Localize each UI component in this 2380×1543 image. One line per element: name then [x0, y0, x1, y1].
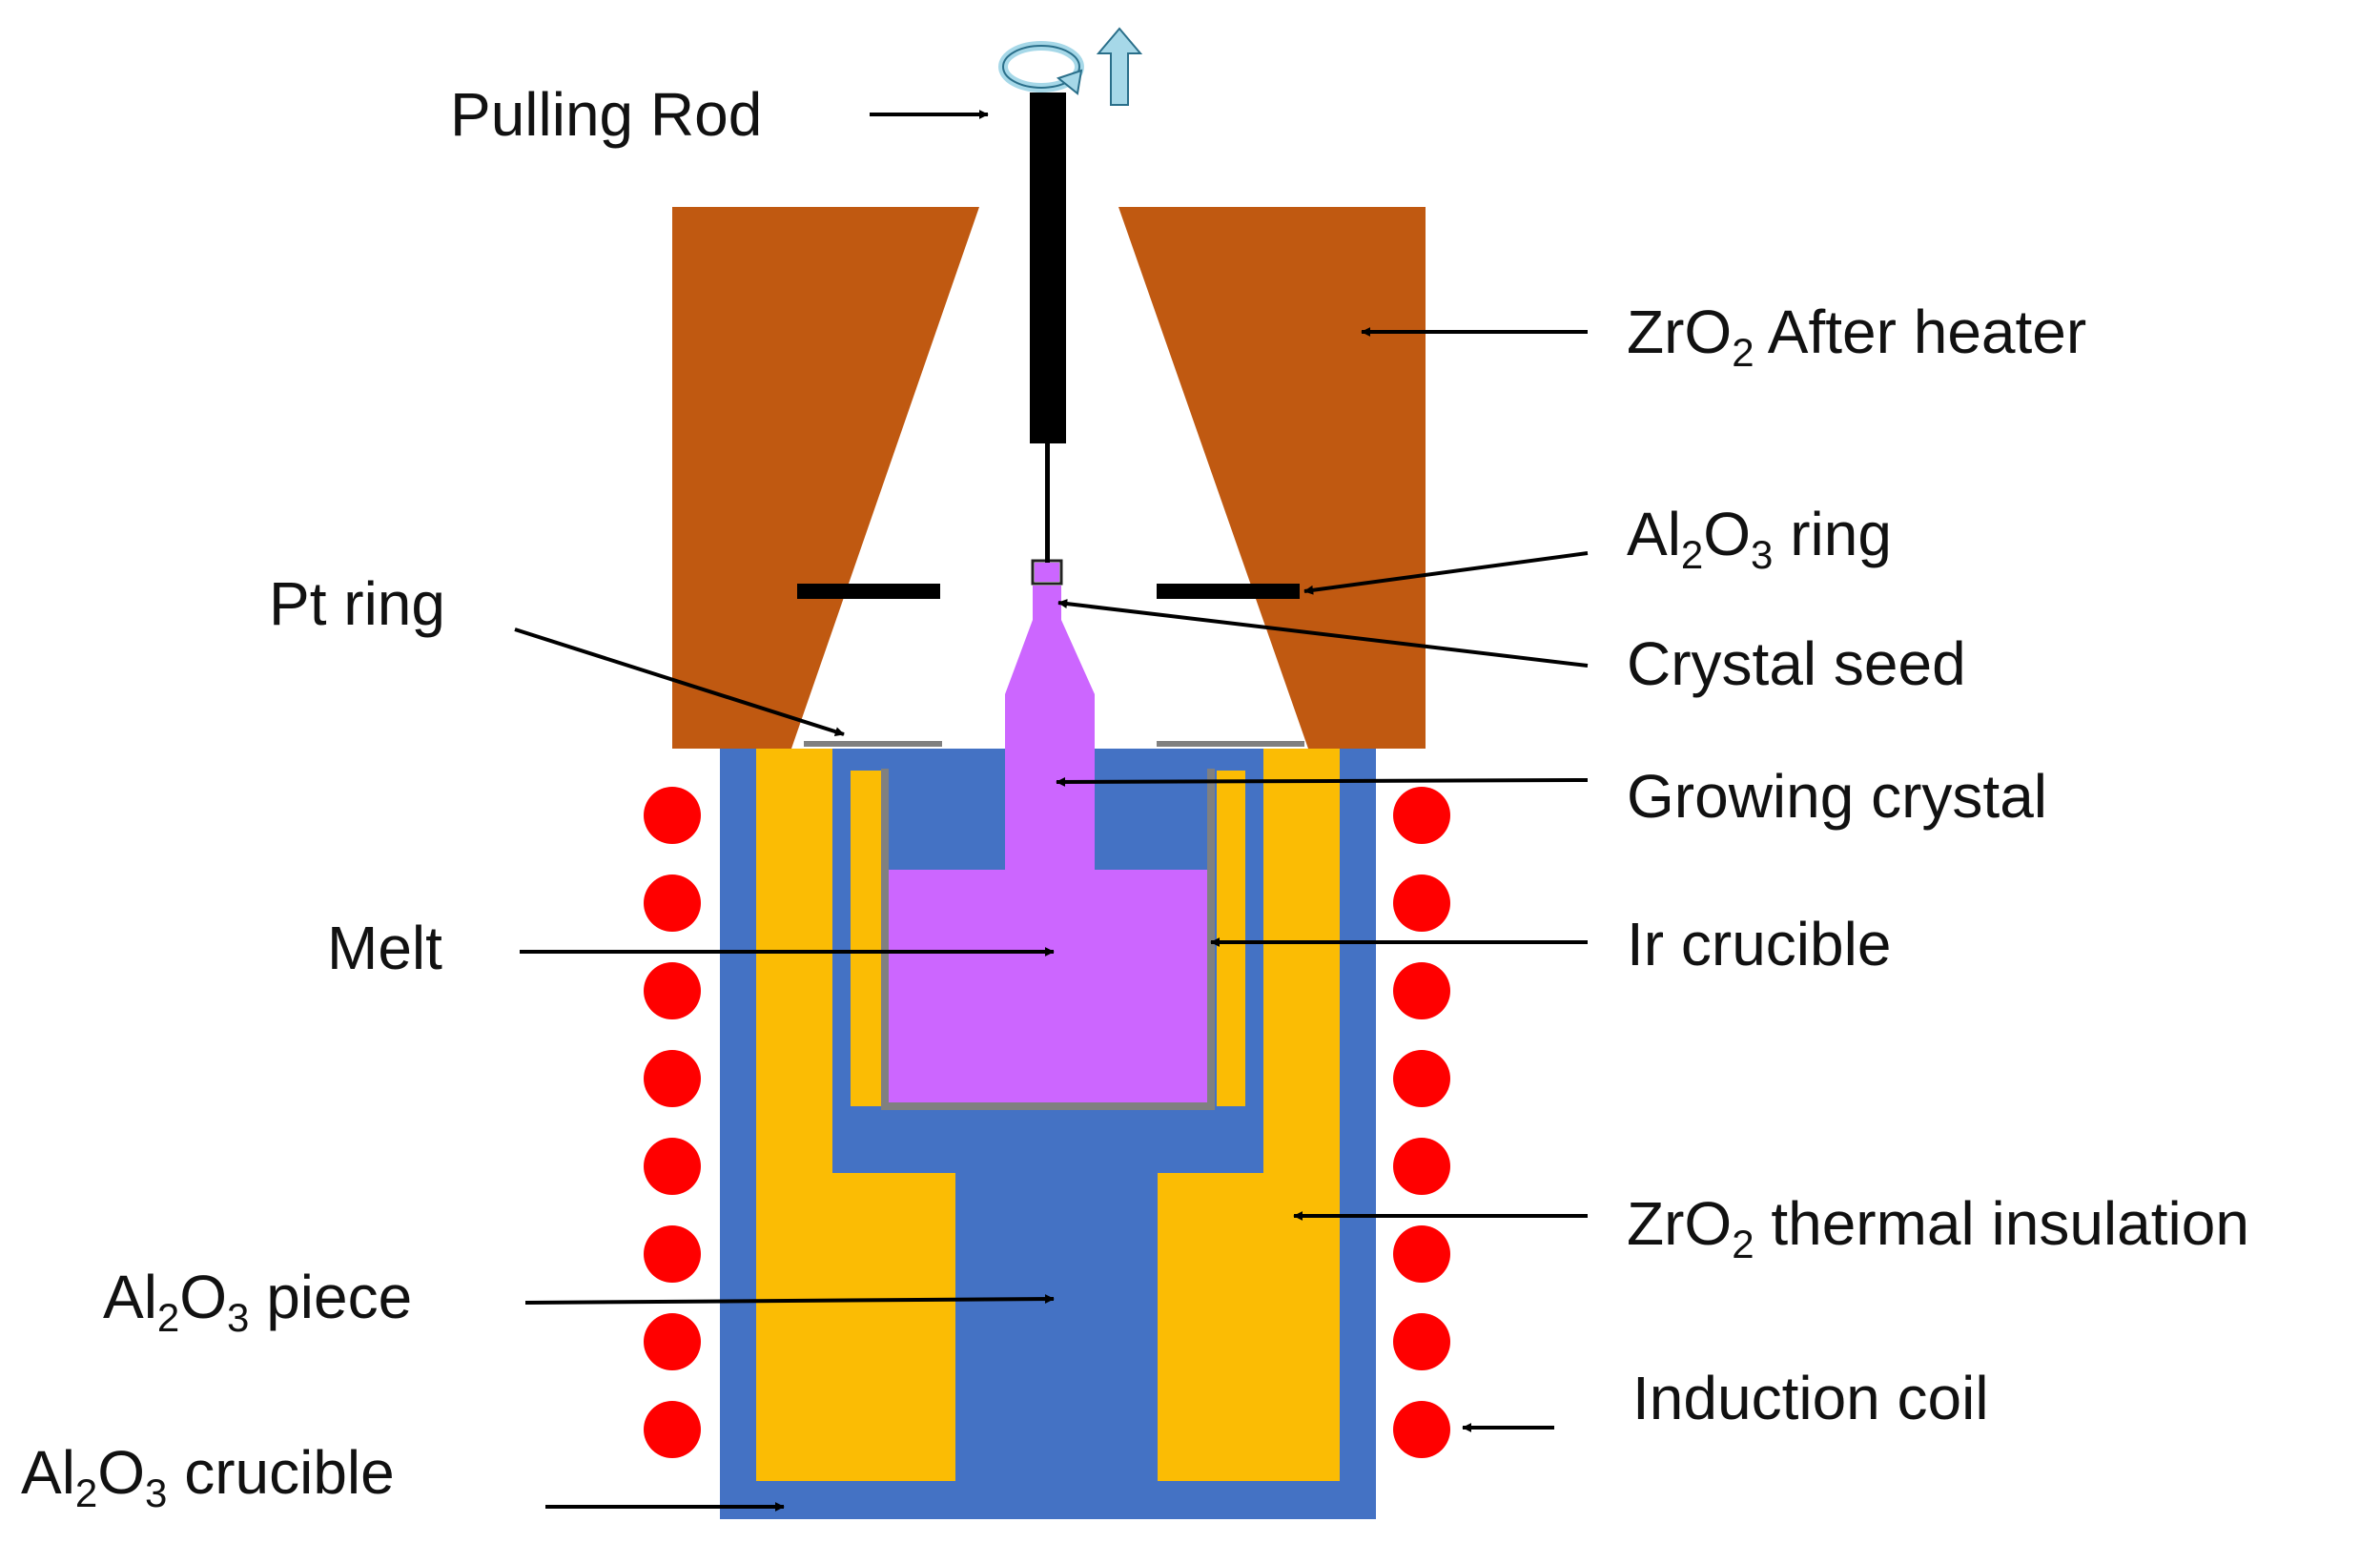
- zro2-insulation-right: [1158, 749, 1340, 1481]
- label-al2o3-ring: Al2O3 ring: [1627, 500, 1892, 577]
- label-crystal-seed: Crystal seed: [1627, 629, 1966, 698]
- coil-turn-left-1: [644, 787, 701, 844]
- pt-ring-right: [1157, 741, 1304, 747]
- label-zro2-thermal-insulation: ZrO2 thermal insulation: [1627, 1189, 2249, 1266]
- coil-turn-left-2: [644, 874, 701, 932]
- ir-crucible-bottom: [881, 1102, 1215, 1110]
- zro2-inner-right: [1217, 771, 1245, 1106]
- arrow-al2o3-ring: [1303, 551, 1589, 595]
- ir-crucible-left-wall: [881, 769, 889, 1110]
- zro2-insulation-left: [756, 749, 955, 1481]
- ir-crucible-right-wall: [1207, 769, 1215, 1110]
- label-induction-coil: Induction coil: [1632, 1364, 1989, 1432]
- arrow-al2o3-piece: [524, 1294, 1055, 1305]
- coil-turn-right-5: [1393, 1138, 1450, 1195]
- melt-and-crystal: [889, 586, 1207, 1102]
- after-heater-right: [1118, 207, 1426, 749]
- label-al2o3-piece: Al2O3 piece: [103, 1263, 412, 1340]
- al2o3-ring-right: [1157, 584, 1300, 599]
- arrow-crystal-seed: [1057, 599, 1589, 668]
- label-zro2-after-heater: ZrO2 After heater: [1627, 298, 2086, 375]
- coil-turn-left-3: [644, 962, 701, 1019]
- coil-turn-left-6: [644, 1225, 701, 1283]
- coil-turn-left-7: [644, 1313, 701, 1370]
- label-growing-crystal: Growing crystal: [1627, 762, 2047, 831]
- coil-turn-left-4: [644, 1050, 701, 1107]
- coil-turn-right-2: [1393, 874, 1450, 932]
- label-melt: Melt: [327, 914, 442, 982]
- coil-turn-right-8: [1393, 1401, 1450, 1458]
- arrow-pt-ring: [514, 627, 845, 736]
- pulling-rod: [1030, 93, 1066, 443]
- label-pulling-rod: Pulling Rod: [450, 80, 762, 149]
- coil-turn-right-6: [1393, 1225, 1450, 1283]
- induction-coil-right: [1393, 787, 1450, 1458]
- rotation-arrow-icon: [998, 41, 1084, 95]
- after-heater-left: [672, 207, 979, 749]
- label-ir-crucible: Ir crucible: [1627, 910, 1891, 978]
- coil-turn-right-3: [1393, 962, 1450, 1019]
- arrow-growing-crystal: [1056, 776, 1589, 787]
- pull-wire: [1045, 443, 1050, 563]
- coil-turn-right-4: [1393, 1050, 1450, 1107]
- induction-coil-left: [644, 787, 701, 1458]
- zro2-inner-left: [851, 771, 885, 1106]
- up-arrow-icon: [1096, 27, 1143, 106]
- coil-turn-left-8: [644, 1401, 701, 1458]
- al2o3-ring-left: [797, 584, 940, 599]
- label-al2o3-crucible: Al2O3 crucible: [21, 1438, 395, 1515]
- coil-turn-left-5: [644, 1138, 701, 1195]
- pt-ring-left: [804, 741, 942, 747]
- crystal-seed: [1035, 563, 1059, 582]
- coil-turn-right-1: [1393, 787, 1450, 844]
- label-pt-ring: Pt ring: [269, 569, 445, 638]
- coil-turn-right-7: [1393, 1313, 1450, 1370]
